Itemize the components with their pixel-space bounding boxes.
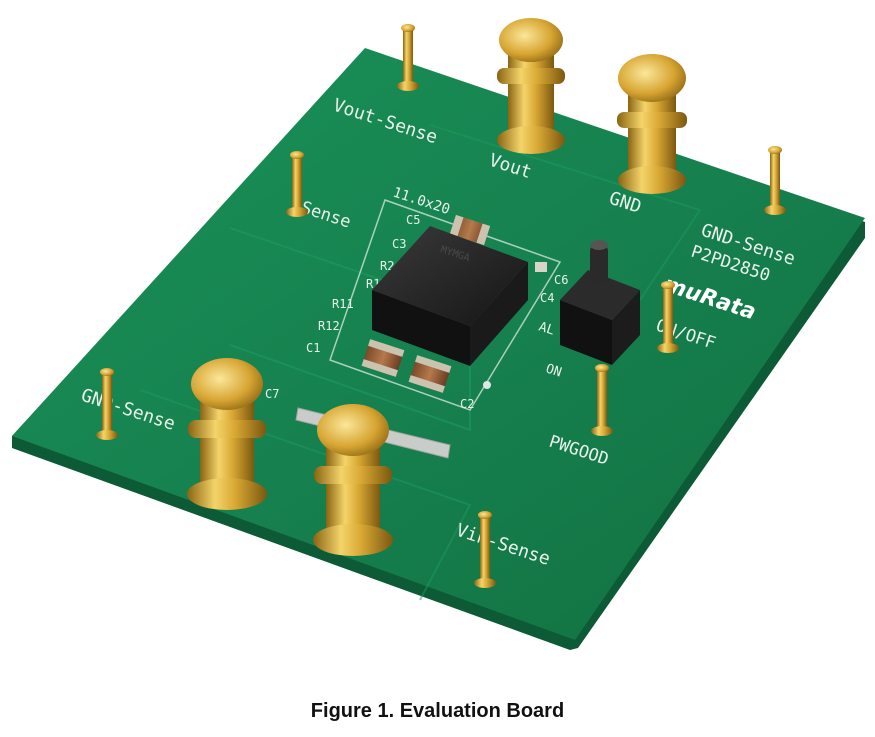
pin-gnd-sense-right [764, 146, 786, 215]
refdes-c7: C7 [265, 387, 279, 401]
smd-part-c6 [535, 262, 547, 272]
sense-pins [96, 24, 786, 588]
refdes-c1: C1 [306, 341, 320, 355]
refdes-c4: C4 [540, 291, 554, 305]
pin-gnd-sense-left [96, 368, 118, 440]
post-vin [313, 404, 393, 556]
evaluation-board-photo: Vout-Sense Vout GND GND-Sense P2PD2850 m… [12, 18, 865, 650]
label-al: AL [537, 320, 557, 339]
pin-vin-sense [474, 511, 496, 588]
post-vin-gnd [187, 358, 267, 510]
module-outline [329, 199, 562, 411]
power-posts [187, 18, 687, 556]
pin-pwgood [591, 364, 613, 436]
refdes-r12: R12 [318, 319, 340, 333]
pin-onoff [657, 281, 679, 353]
capacitor-c2 [408, 355, 452, 393]
pin-sense-left [286, 151, 308, 217]
label-on: ON [544, 362, 564, 381]
figure-caption: Figure 1. Evaluation Board [310, 700, 565, 722]
power-module-chip: MYMGA [372, 226, 528, 366]
post-gnd [617, 54, 687, 194]
onoff-switch [560, 240, 640, 365]
refdes-c5: C5 [406, 213, 420, 227]
pin-vout-sense [397, 24, 419, 91]
refdes-c3: C3 [392, 237, 406, 251]
refdes-c6: C6 [554, 273, 568, 287]
fiducial-dot [483, 381, 491, 389]
capacitor-c1a [361, 339, 405, 377]
post-vout [497, 18, 565, 154]
